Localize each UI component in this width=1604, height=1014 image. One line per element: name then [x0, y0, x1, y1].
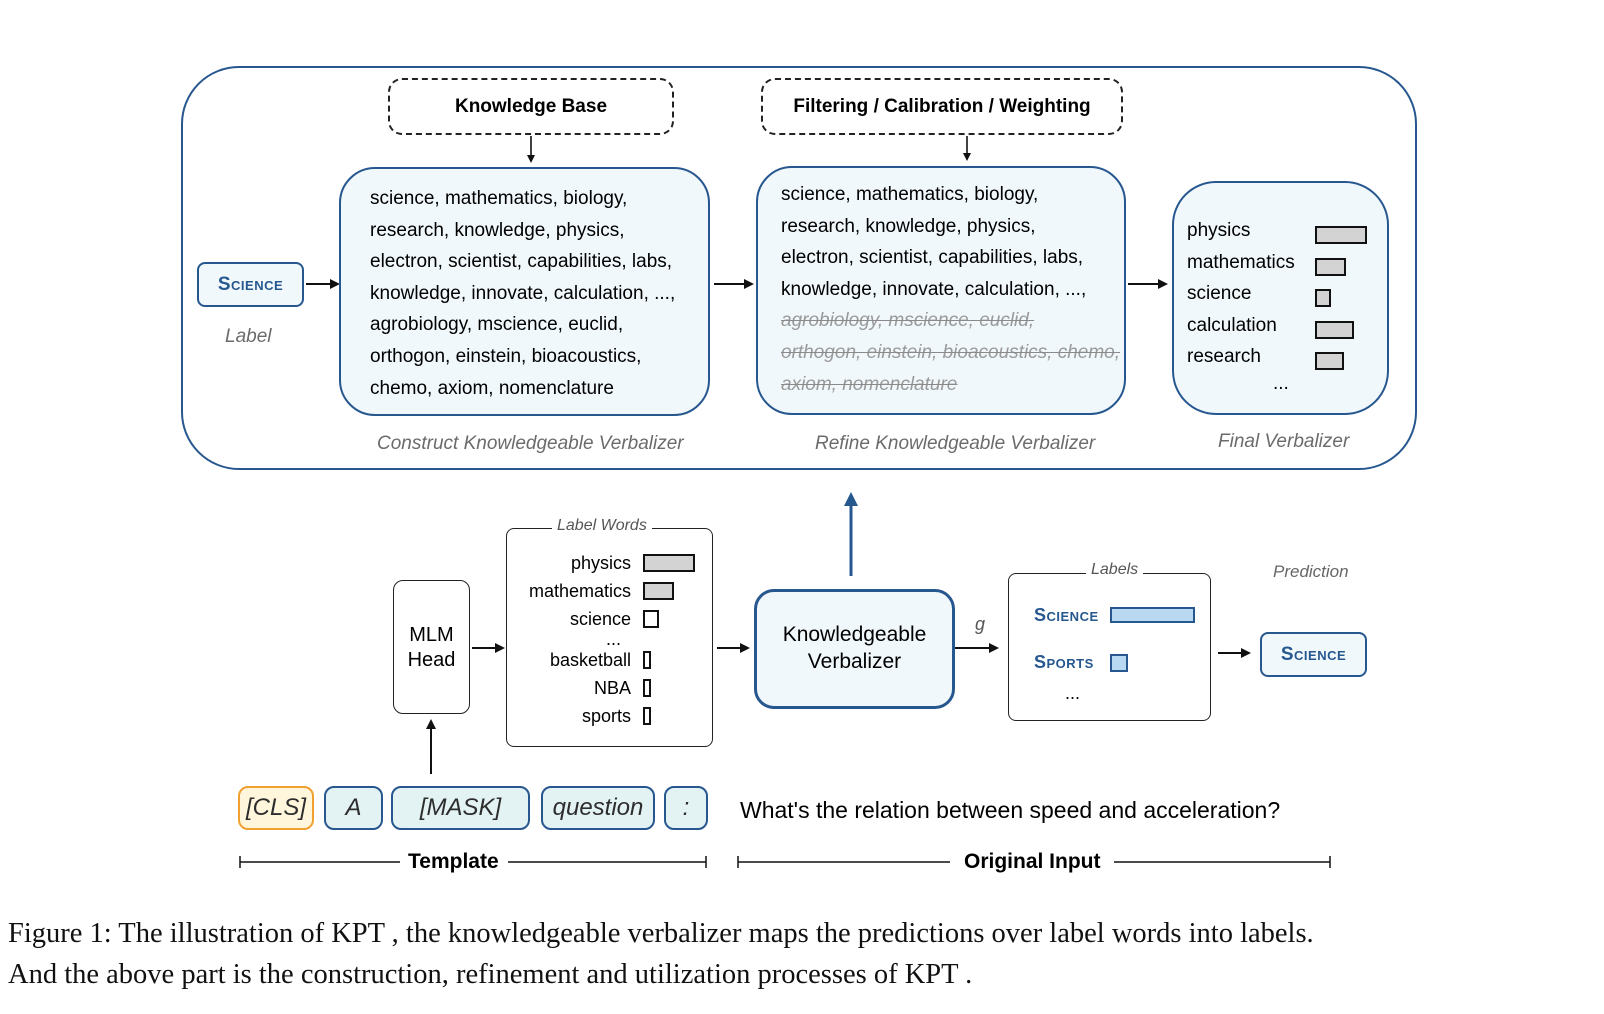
knowledge-base-label: Knowledge Base [454, 95, 608, 117]
token-a-text: A [345, 794, 362, 821]
final-weight-bars [1315, 226, 1375, 378]
construct-word-line: electron, scientist, capabilities, labs, [370, 251, 673, 273]
final-word: mathematics [1187, 251, 1295, 273]
construct-word-line: orthogon, einstein, bioacoustics, [370, 345, 642, 367]
refine-caption: Refine Knowledgeable Verbalizer [815, 433, 1096, 454]
labels-title: Labels [1086, 561, 1144, 579]
token-mask-text: [MASK] [419, 794, 502, 821]
label-word: basketball [549, 650, 631, 670]
label-word: physics [570, 553, 631, 573]
label-caption: Label [225, 326, 272, 347]
construct-word-line: chemo, axiom, nomenclature [370, 377, 614, 399]
refine-kept-line: knowledge, innovate, calculation, ..., [781, 278, 1087, 300]
label-word-prob-bar [643, 707, 651, 725]
token-question: question [541, 786, 655, 830]
construct-word-list: science, mathematics, biology, research, … [370, 183, 675, 404]
final-word: science [1187, 283, 1252, 305]
mlm-head-box: MLM Head [393, 580, 470, 714]
final-ellipsis: ... [1273, 373, 1289, 394]
refine-removed-line: axiom, nomenclature [781, 373, 958, 395]
refine-removed-words: agrobiology, mscience, euclid, orthogon, … [781, 305, 1120, 400]
label-word-prob-bar [643, 679, 651, 697]
construct-word-line: knowledge, innovate, calculation, ..., [370, 282, 676, 304]
token-question-text: question [552, 794, 644, 821]
label-word-prob-bar [643, 610, 659, 628]
mlm-head-line2: Head [407, 649, 456, 671]
final-caption: Final Verbalizer [1218, 431, 1350, 452]
construct-word-line: research, knowledge, physics, [370, 219, 625, 241]
token-colon: : [664, 786, 708, 830]
refine-verbalizer-box: science, mathematics, biology, research, … [756, 166, 1126, 415]
label-name: Science [1034, 605, 1099, 625]
science-label-chip: Science [197, 262, 304, 307]
final-word-list: physics mathematics science calculation rese… [1187, 215, 1295, 373]
filtering-label: Filtering / Calibration / Weighting [793, 95, 1091, 117]
prediction-title: Prediction [1273, 562, 1349, 581]
label-word-prob-bar [643, 651, 651, 669]
token-cls-text: [CLS] [245, 794, 307, 821]
token-colon-text: : [682, 794, 690, 821]
construct-word-line: agrobiology, mscience, euclid, [370, 314, 624, 336]
figure-caption-line1: Figure 1: The illustration of KPT , the … [8, 918, 1314, 949]
final-weight-bar [1315, 226, 1367, 244]
final-word: physics [1187, 220, 1251, 241]
template-label: Template [408, 850, 499, 873]
input-sentence: What's the relation between speed and ac… [740, 797, 1281, 823]
figure-caption-line2: And the above part is the construction, … [8, 959, 973, 990]
label-name: Sports [1034, 652, 1094, 672]
knowledgeable-verbalizer-box: Knowledgeable Verbalizer [754, 589, 955, 709]
label-words-title: Label Words [552, 517, 652, 535]
final-weight-bar [1315, 320, 1354, 339]
token-cls: [CLS] [238, 786, 314, 830]
construct-verbalizer-box: science, mathematics, biology, research, … [339, 167, 710, 416]
filtering-box: Filtering / Calibration / Weighting [761, 78, 1123, 135]
label-word: mathematics [528, 581, 631, 601]
label-word-ellipsis: ... [605, 629, 621, 649]
refine-kept-line: electron, scientist, capabilities, labs, [781, 247, 1084, 269]
final-word: calculation [1187, 314, 1277, 336]
label-word: NBA [593, 678, 631, 698]
construct-word-line: science, mathematics, biology, [370, 188, 628, 209]
refine-removed-line: agrobiology, mscience, euclid, [781, 310, 1035, 332]
prediction-chip: Science [1260, 632, 1367, 677]
g-function-label: g [975, 614, 986, 634]
label-word-prob-bar [643, 582, 675, 600]
labels-box [1008, 573, 1211, 721]
refine-kept-words: science, mathematics, biology, research, … [781, 179, 1120, 305]
refine-kept-line: science, mathematics, biology, [781, 184, 1039, 205]
science-label-text: Science [217, 273, 284, 295]
refine-word-list: science, mathematics, biology, research, … [781, 179, 1120, 400]
final-weight-bar [1315, 289, 1331, 308]
labels-ellipsis: ... [1065, 683, 1081, 703]
token-mask: [MASK] [391, 786, 530, 830]
label-score-bar [1110, 654, 1128, 672]
kv-line1: Knowledgeable [782, 623, 927, 646]
knowledge-base-box: Knowledge Base [388, 78, 674, 135]
final-verbalizer-box: physics mathematics science calculation rese… [1172, 181, 1389, 415]
label-word-prob-bar [643, 554, 695, 572]
prediction-text: Science [1280, 643, 1347, 665]
token-a: A [324, 786, 383, 830]
construct-caption: Construct Knowledgeable Verbalizer [377, 433, 684, 454]
final-weight-bar [1315, 352, 1344, 371]
mlm-head-line1: MLM [409, 624, 454, 646]
final-word: research [1187, 346, 1261, 368]
kpt-construction-panel [181, 66, 1417, 470]
label-word: sports [581, 706, 631, 726]
original-input-label: Original Input [964, 850, 1101, 873]
label-score-bar [1110, 607, 1195, 623]
refine-kept-line: research, knowledge, physics, [781, 215, 1036, 237]
final-weight-bar [1315, 257, 1347, 276]
refine-removed-line: orthogon, einstein, bioacoustics, chemo, [781, 341, 1121, 363]
label-word: science [569, 609, 631, 629]
kv-line2: Verbalizer [807, 650, 902, 673]
